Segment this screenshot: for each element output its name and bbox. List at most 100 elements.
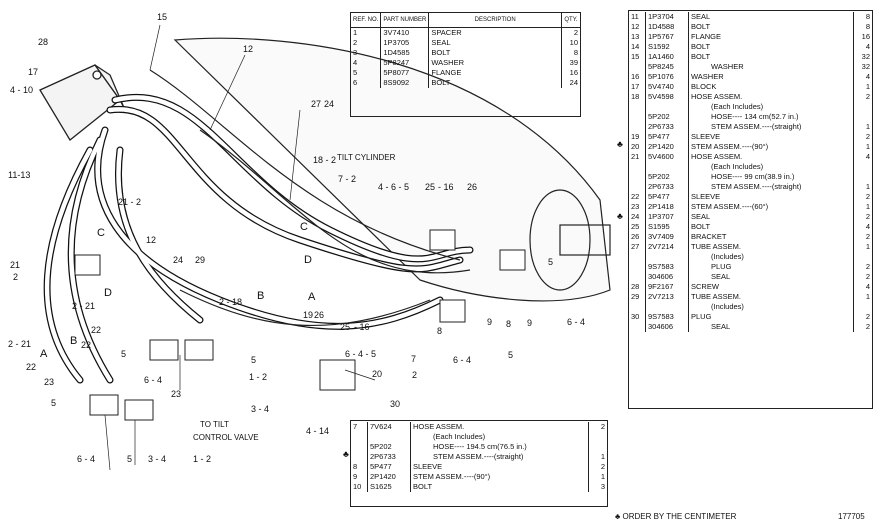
qty-cell: 16 [561,68,580,78]
part-number-cell: 5P202 [645,112,689,122]
qty-cell: 4 [853,42,872,52]
description-cell: STEM ASSEM.----(straight) [688,122,854,132]
qty-cell: 8 [561,48,580,58]
header-desc: DESCRIPTION [428,13,562,28]
callout-label: A [308,291,316,303]
ref-cell: 17 [631,82,640,92]
callout-label: D [104,287,112,299]
description-cell: BOLT [688,52,854,62]
table-row: (Each Includes) [629,162,872,172]
qty-cell: 1 [588,452,607,462]
centimeter-marker: ♣ [343,449,349,459]
tilt-cylinder-label: TILT CYLINDER [337,153,396,162]
qty-cell [853,102,872,112]
ref-cell: 7 [353,422,358,432]
description-cell: SEAL [688,12,854,22]
callout-label: 2 [412,370,417,380]
callout-label: 7 [411,354,416,364]
callout-label: 9 [527,318,532,328]
ref-cell: 30 [631,312,640,322]
part-number-cell: 2V7213 [645,292,689,302]
part-number-cell: 1A1460 [645,52,689,62]
ref-cell: 20 [631,142,640,152]
description-cell: SPACER [428,27,562,38]
part-number-cell: 5P8077 [380,68,429,78]
part-number-cell: 2P1420 [645,142,689,152]
callout-label: 6 - 4 [453,355,471,365]
part-number-cell: 1D4588 [645,22,689,32]
ref-cell: 26 [631,232,640,242]
ref-cell: 8 [353,462,358,472]
part-number-cell: 5P202 [645,172,689,182]
callout-label: 29 [195,255,205,265]
part-number-cell: 3V7409 [645,232,689,242]
part-number-cell: 1P3704 [645,12,689,22]
qty-cell: 32 [853,62,872,72]
callout-label: 27 [311,99,321,109]
part-number-cell [645,162,689,172]
callout-label: 22 [26,362,36,372]
qty-cell [853,172,872,182]
callout-label: 21 [10,260,20,270]
callout-label: 30 [390,399,400,409]
ref-cell: 5 [353,68,358,78]
description-cell: HOSE---- 194.5 cm(76.5 in.) [410,442,589,452]
qty-cell: 2 [853,132,872,142]
ref-cell: 12 [631,22,640,32]
description-cell: SEAL [688,272,854,282]
qty-cell: 2 [853,262,872,272]
description-cell: SLEEVE [410,462,589,472]
qty-cell: 1 [853,82,872,92]
qty-cell [853,302,872,312]
part-number-cell: 8S9092 [380,78,429,88]
qty-cell: 2 [853,212,872,222]
description-cell: STEM ASSEM.----(90°) [688,142,854,152]
ref-cell: 21 [631,152,640,162]
qty-cell [853,112,872,122]
description-cell: BLOCK [688,82,854,92]
callout-label: 2 [13,272,18,282]
qty-cell: 2 [588,422,607,432]
part-number-cell: 5V4740 [645,82,689,92]
callout-label: 5 [508,350,513,360]
callout-label: A [40,348,48,360]
part-number-cell: 9S7583 [645,312,689,322]
callout-label: 4 - 10 [10,85,33,95]
table-row: (Each Includes) [351,432,607,442]
ref-cell [351,432,368,442]
callout-label: 1 - 2 [193,454,211,464]
part-number-cell: 1D4585 [380,48,429,58]
callout-label: 12 [243,44,253,54]
qty-cell [853,162,872,172]
callout-label: 5 [51,398,56,408]
control-valve-label: CONTROL VALVE [193,433,259,442]
part-number-cell: 5P477 [367,462,411,472]
description-cell: BOLT [428,78,562,88]
part-number-cell: 9S7583 [645,262,689,272]
part-number-cell: 5P8245 [645,62,689,72]
callout-label: 23 [44,377,54,387]
callout-label: 3 - 4 [148,454,166,464]
part-number-cell: S1625 [367,482,411,492]
tube-assemblies [149,69,471,326]
callout-label: 5 [548,257,553,267]
centimeter-marker: ♣ [617,139,623,149]
part-number-cell [645,302,689,312]
qty-cell: 3 [588,482,607,492]
